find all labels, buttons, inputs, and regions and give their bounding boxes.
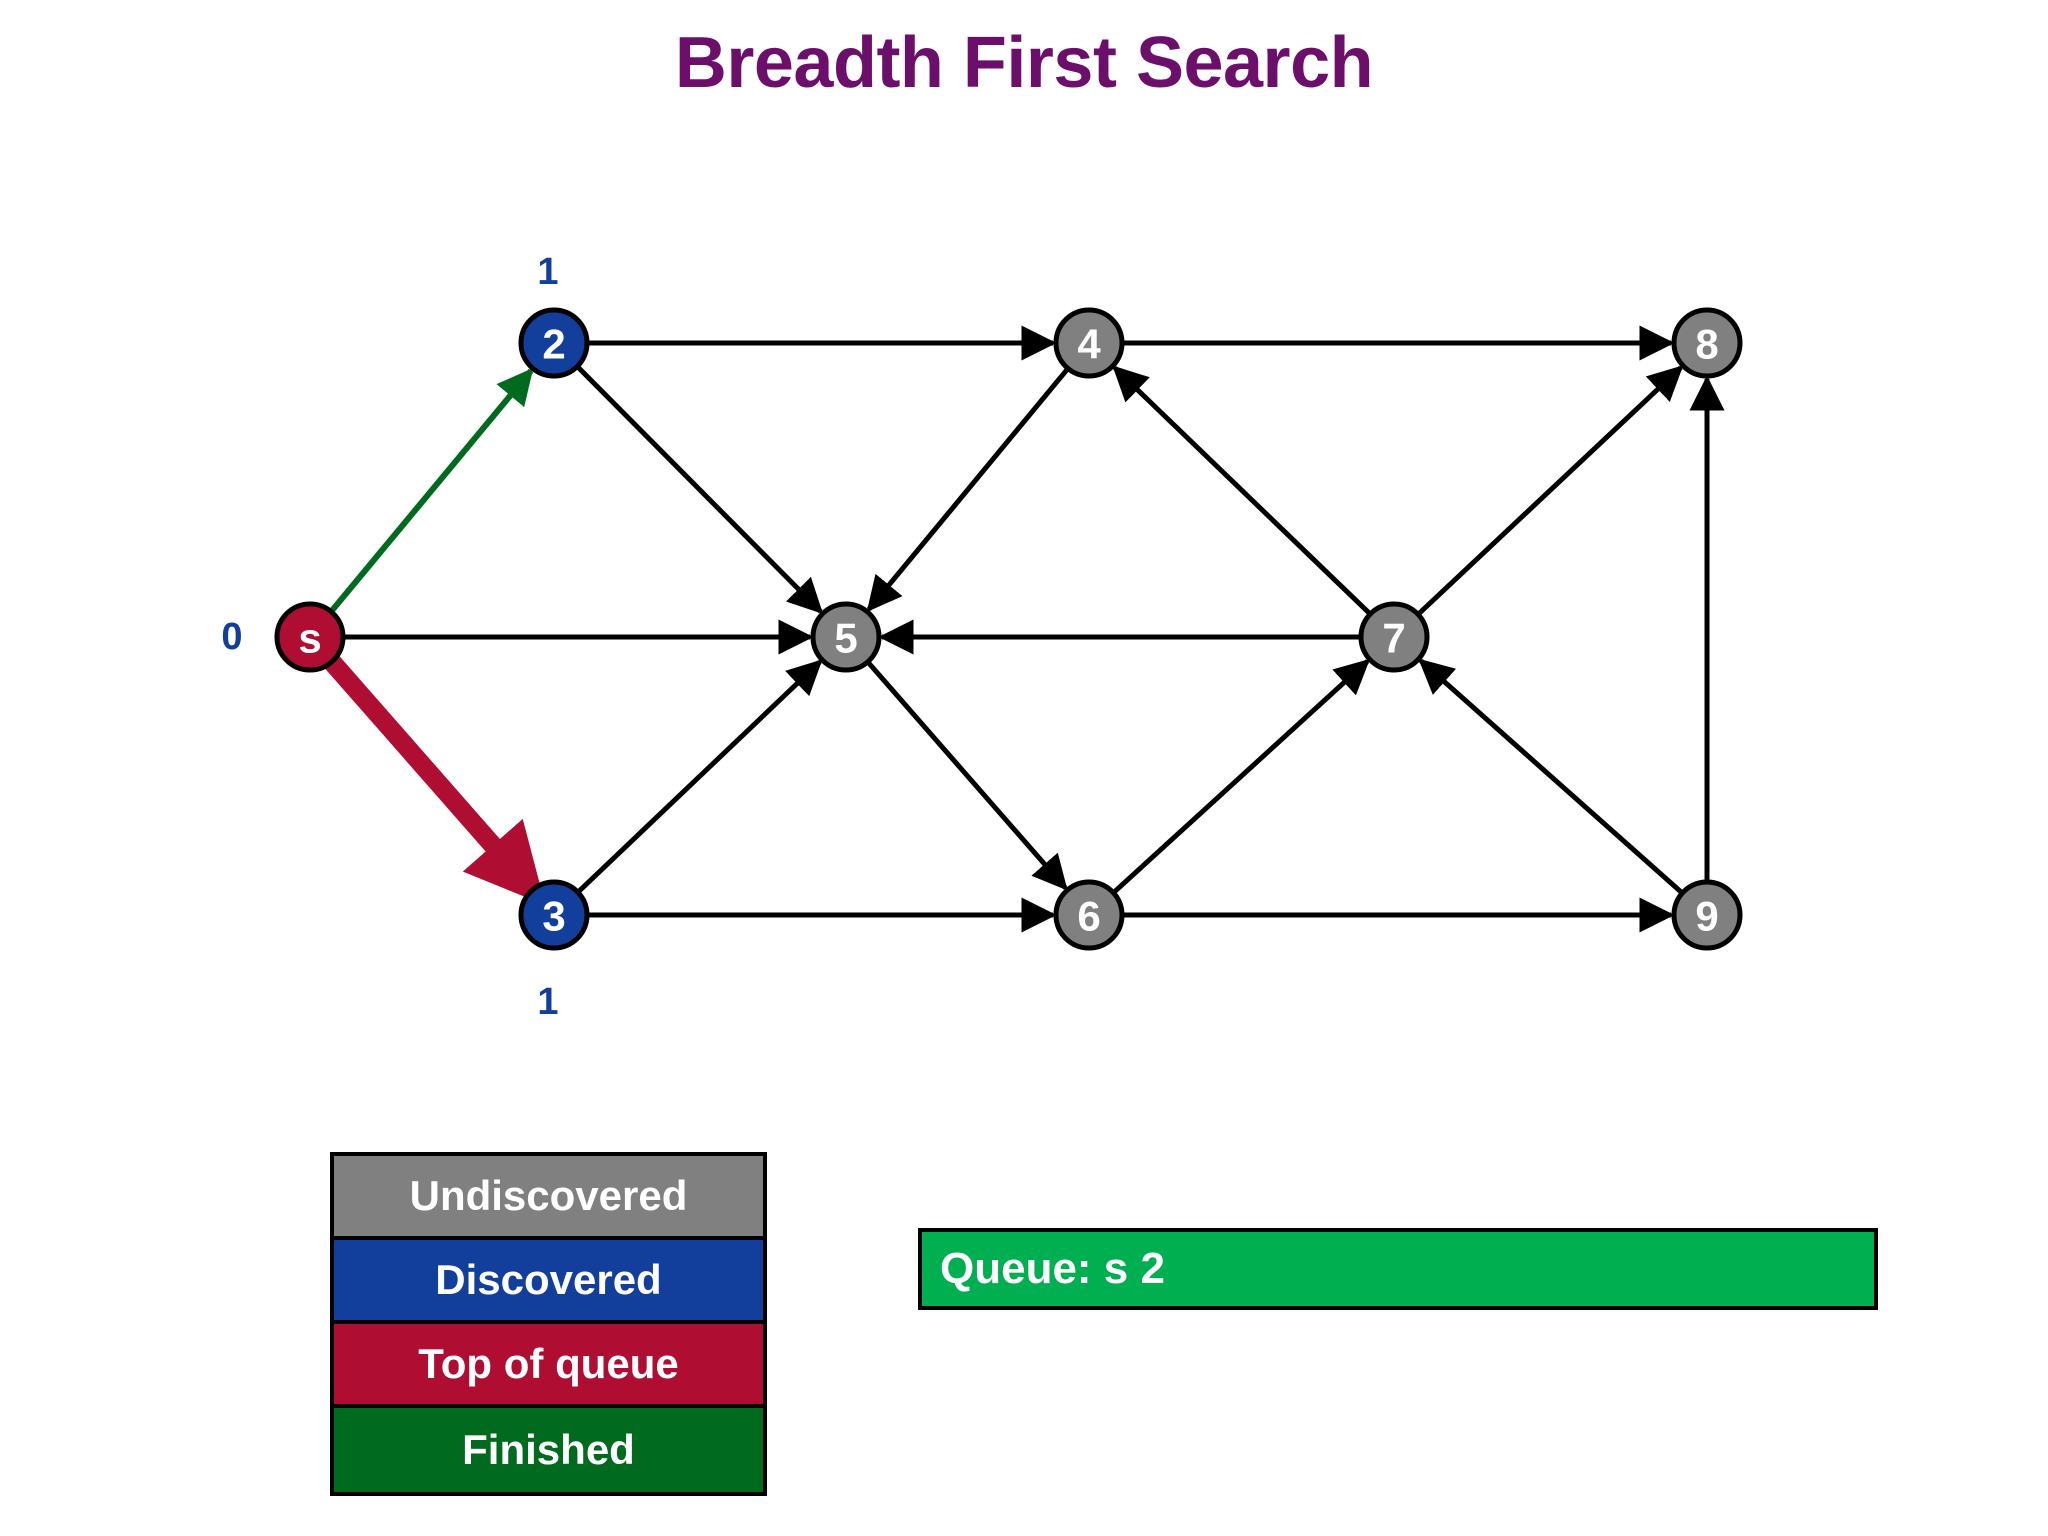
node-circle-6 [1053, 879, 1125, 951]
node-distance-2: 1 [537, 251, 558, 293]
node-label-2: 2 [542, 321, 565, 368]
graph-edge-9-to-7 [1418, 658, 1684, 895]
page-title: Breadth First Search [674, 23, 1374, 103]
node-circle-s [274, 601, 346, 673]
node-label-7: 7 [1382, 615, 1405, 662]
graph-edge-3-to-5 [576, 659, 823, 895]
graph-edge-7-to-8 [1416, 365, 1684, 617]
graph-node-8[interactable]: 8 [1671, 307, 1743, 379]
graph-edge-7-to-4 [1112, 365, 1372, 616]
graph-node-2[interactable]: 2 [518, 307, 590, 379]
node-label-6: 6 [1077, 893, 1100, 940]
graph-edge-6-to-7 [1111, 658, 1370, 895]
graph-node-9[interactable]: 9 [1671, 879, 1743, 951]
edge-layer [324, 325, 1725, 933]
node-distance-s: 0 [221, 616, 242, 658]
graph-edge-s-to-2 [328, 367, 534, 614]
node-circle-9 [1671, 879, 1743, 951]
bfs-graph: s 2 3 4 5 6 7 8 9 0 1 1 [221, 251, 1743, 1023]
legend-item-label: Undiscovered [409, 1172, 688, 1219]
node-layer: s 2 3 4 5 6 7 8 9 [274, 307, 1743, 951]
legend-item-finished: Finished [334, 1408, 763, 1492]
legend-item-undiscovered: Undiscovered [334, 1156, 763, 1240]
node-label-9: 9 [1695, 893, 1718, 940]
graph-edge-2-to-5 [575, 364, 824, 614]
node-circle-5 [810, 601, 882, 673]
legend-box: Undiscovered Discovered Top of queue Fin… [330, 1152, 767, 1496]
node-circle-2 [518, 307, 590, 379]
legend-item-label: Top of queue [418, 1340, 679, 1387]
legend-item-label: Finished [462, 1426, 635, 1473]
graph-node-6[interactable]: 6 [1053, 879, 1125, 951]
node-label-4: 4 [1077, 321, 1101, 368]
node-circle-8 [1671, 307, 1743, 379]
node-label-3: 3 [542, 893, 565, 940]
graph-edge-5-to-6 [865, 660, 1068, 891]
legend-item-discovered: Discovered [334, 1240, 763, 1324]
node-distance-3: 1 [537, 981, 558, 1023]
node-circle-4 [1053, 307, 1125, 379]
graph-node-4[interactable]: 4 [1053, 307, 1125, 379]
graph-node-5[interactable]: 5 [810, 601, 882, 673]
node-label-8: 8 [1695, 321, 1718, 368]
node-label-5: 5 [834, 615, 857, 662]
distance-label-layer: 0 1 1 [221, 251, 558, 1023]
legend-item-top-of-queue: Top of queue [334, 1324, 763, 1408]
legend-item-label: Discovered [435, 1256, 662, 1303]
graph-node-3[interactable]: 3 [518, 879, 590, 951]
node-circle-3 [518, 879, 590, 951]
queue-label: Queue: s 2 [940, 1244, 1165, 1293]
node-label-s: s [298, 615, 321, 662]
graph-node-s[interactable]: s [274, 601, 346, 673]
node-circle-7 [1358, 601, 1430, 673]
graph-edge-s-to-3 [324, 655, 546, 906]
graph-edge-4-to-5 [866, 366, 1070, 612]
graph-node-7[interactable]: 7 [1358, 601, 1430, 673]
queue-box: Queue: s 2 [918, 1228, 1878, 1310]
